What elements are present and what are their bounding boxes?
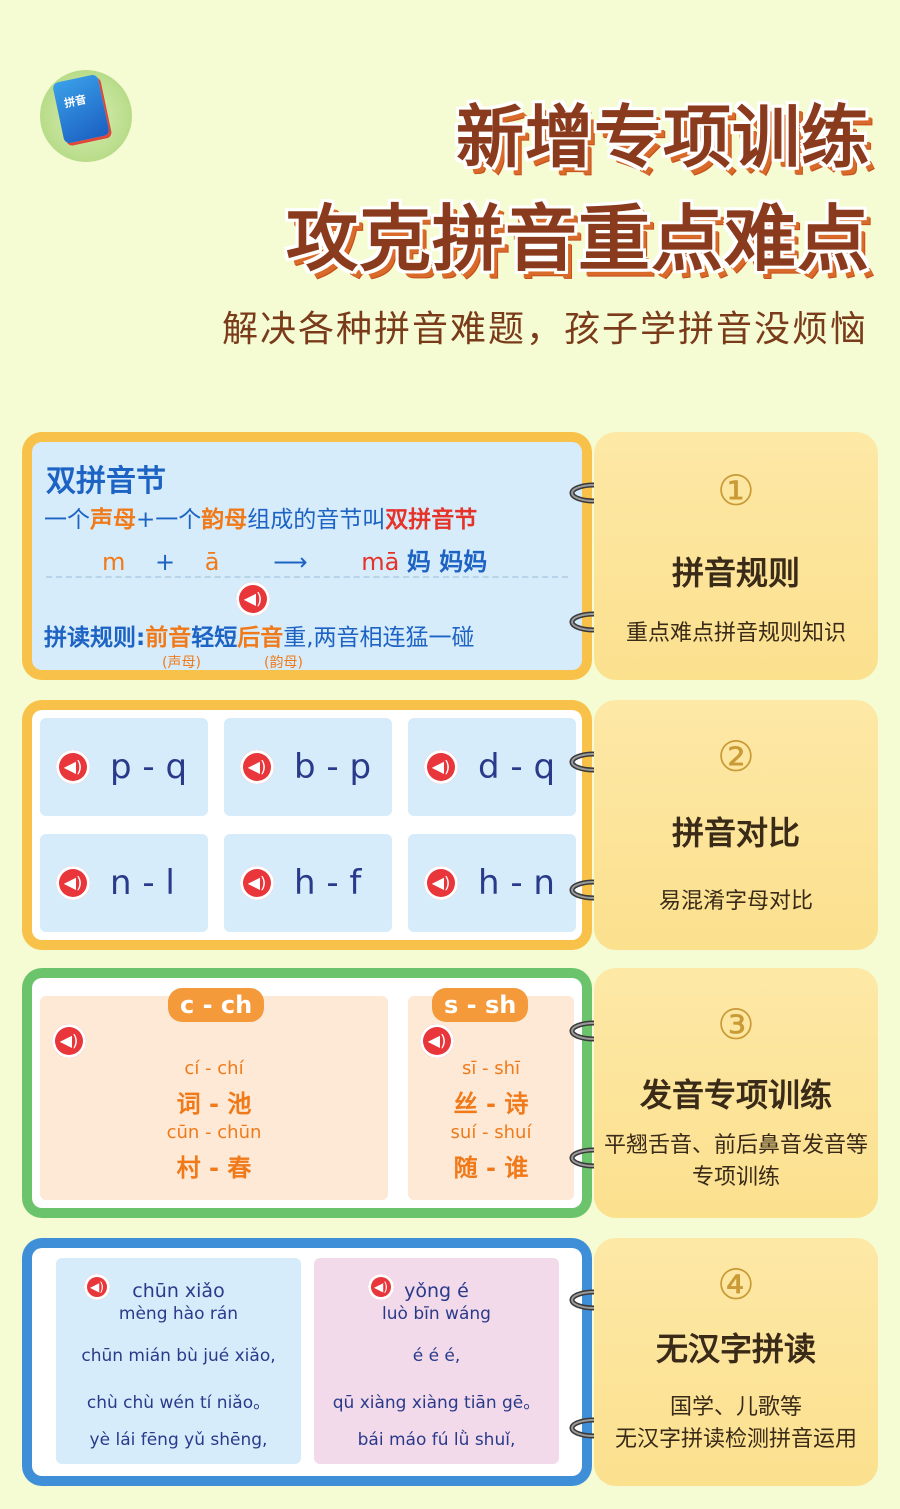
speaker-icon[interactable]: ◀) bbox=[240, 750, 274, 784]
speaker-icon[interactable]: ◀) bbox=[56, 866, 90, 900]
poem-author: mèng hào rán bbox=[118, 1304, 239, 1324]
pron-pinyin: suí - shuí bbox=[450, 1122, 532, 1143]
pron-pinyin: sī - shī bbox=[461, 1058, 521, 1079]
side-panel-4: ④ 无汉字拼读 国学、儿歌等 无汉字拼读检测拼音运用 bbox=[594, 1238, 878, 1486]
compare-tile[interactable]: ◀) b - p bbox=[224, 718, 392, 816]
poem-left: ◀) chūn xiǎo mèng hào rán chūn mián bù j… bbox=[56, 1258, 301, 1464]
side-panel-1: ① 拼音规则 重点难点拼音规则知识 bbox=[594, 432, 878, 680]
card1-rule: 拼读规则:前音轻短后音重,两音相连猛一碰 bbox=[44, 618, 475, 652]
section-desc: 易混淆字母对比 bbox=[658, 889, 813, 914]
compare-tile[interactable]: ◀) p - q bbox=[40, 718, 208, 816]
def-yunmu: 韵母 bbox=[201, 507, 248, 533]
card-pronunciation: c - ch ◀) cí - chí 词 - 池 cūn - chūn 村 - … bbox=[22, 968, 592, 1218]
compare-tile[interactable]: ◀) h - n bbox=[408, 834, 576, 932]
pron-panel-left: c - ch ◀) cí - chí 词 - 池 cūn - chūn 村 - … bbox=[40, 988, 388, 1200]
product-logo: 拼音 bbox=[40, 70, 132, 162]
pair-label: b - p bbox=[294, 747, 372, 787]
compare-tile[interactable]: ◀) d - q bbox=[408, 718, 576, 816]
side-panel-2: ② 拼音对比 易混淆字母对比 bbox=[594, 700, 878, 950]
subtitle: 解决各种拼音难题，孩子学拼音没烦恼 bbox=[221, 309, 868, 350]
speaker-icon[interactable]: ◀) bbox=[368, 1274, 394, 1300]
poem-line: chūn mián bù jué xiǎo, bbox=[81, 1346, 276, 1366]
formula-a: ā bbox=[204, 548, 220, 576]
section-number: ① bbox=[717, 466, 755, 515]
pron-hanzi: 词 - 池 bbox=[176, 1090, 252, 1118]
speaker-icon[interactable]: ◀) bbox=[52, 1024, 86, 1058]
speaker-icon[interactable]: ◀) bbox=[420, 1024, 454, 1058]
speaker-icon[interactable]: ◀) bbox=[236, 582, 270, 616]
pair-label: p - q bbox=[110, 747, 188, 787]
rule-text: 前音 bbox=[145, 625, 192, 651]
section-desc: 国学、儿歌等 bbox=[669, 1395, 802, 1420]
section-title: 拼音规则 bbox=[671, 554, 800, 592]
poem-line: qū xiàng xiàng tiān gē。 bbox=[332, 1393, 541, 1413]
poem-line: yè lái fēng yǔ shēng, bbox=[89, 1430, 268, 1450]
section-desc: 专项训练 bbox=[691, 1165, 780, 1190]
section-title: 拼音对比 bbox=[671, 814, 800, 852]
poem-title: yǒng é bbox=[404, 1280, 469, 1302]
speaker-icon[interactable]: ◀) bbox=[56, 750, 90, 784]
rule-text: 后音 bbox=[237, 625, 284, 651]
formula-plus: + bbox=[155, 548, 176, 576]
formula-arrow: ⟶ bbox=[273, 548, 308, 576]
section-number: ② bbox=[717, 732, 755, 781]
title-line-1: 新增专项训练 bbox=[455, 99, 870, 178]
section-number: ③ bbox=[717, 1000, 755, 1049]
book-title: 拼音 bbox=[63, 92, 88, 111]
section-title: 无汉字拼读 bbox=[655, 1330, 816, 1368]
section-desc: 无汉字拼读检测拼音运用 bbox=[614, 1427, 857, 1452]
formula-chars: 妈 妈妈 bbox=[406, 548, 488, 576]
pair-label: h - f bbox=[294, 863, 362, 903]
def-shuangpin: 双拼音节 bbox=[385, 507, 478, 533]
pron-hanzi: 随 - 谁 bbox=[453, 1154, 529, 1182]
note-shengmu: (声母) bbox=[162, 655, 201, 671]
speaker-icon[interactable]: ◀) bbox=[84, 1274, 110, 1300]
pair-label: h - n bbox=[478, 863, 555, 903]
pron-pinyin: cūn - chūn bbox=[166, 1122, 262, 1143]
pron-tag: c - ch bbox=[168, 988, 265, 1022]
divider bbox=[46, 576, 568, 578]
pron-tag: s - sh bbox=[432, 988, 529, 1022]
compare-tile[interactable]: ◀) h - f bbox=[224, 834, 392, 932]
card-pinyin-compare: ◀)p - q ◀)b - p ◀)d - q ◀)n - l ◀)h - f … bbox=[22, 700, 592, 950]
pron-pinyin: cí - chí bbox=[184, 1058, 244, 1079]
book-icon: 拼音 bbox=[52, 73, 110, 145]
rule-label: 拼读规则: bbox=[44, 625, 146, 651]
compare-tile[interactable]: ◀) n - l bbox=[40, 834, 208, 932]
note-yunmu: (韵母) bbox=[264, 655, 303, 671]
pair-label: d - q bbox=[478, 747, 556, 787]
def-text: 组成的音节叫 bbox=[247, 507, 386, 533]
formula-ma: mā bbox=[361, 548, 400, 576]
def-text: 一个 bbox=[44, 507, 90, 533]
speaker-icon[interactable]: ◀) bbox=[424, 866, 458, 900]
section-title: 发音专项训练 bbox=[639, 1076, 832, 1114]
def-shengmu: 声母 bbox=[90, 507, 136, 533]
card-pinyin-rules: 双拼音节 一个声母+一个韵母组成的音节叫双拼音节 m + ā ⟶ mā 妈 妈妈… bbox=[22, 432, 592, 680]
pair-label: n - l bbox=[110, 863, 175, 903]
poem-title: chūn xiǎo bbox=[132, 1280, 225, 1302]
pron-hanzi: 丝 - 诗 bbox=[453, 1090, 529, 1118]
poem-line: chù chù wén tí niǎo。 bbox=[86, 1393, 271, 1413]
card1-formula: m + ā ⟶ mā 妈 妈妈 bbox=[102, 542, 487, 577]
pron-panel-right: s - sh ◀) sī - shī 丝 - 诗 suí - shuí 随 - … bbox=[408, 988, 574, 1200]
poem-author: luò bīn wáng bbox=[382, 1304, 491, 1324]
section-number: ④ bbox=[717, 1260, 755, 1309]
section-desc: 重点难点拼音规则知识 bbox=[625, 621, 846, 646]
card1-definition: 一个声母+一个韵母组成的音节叫双拼音节 bbox=[44, 500, 477, 534]
side-panel-3: ③ 发音专项训练 平翘舌音、前后鼻音发音等 专项训练 bbox=[594, 968, 878, 1218]
speaker-icon[interactable]: ◀) bbox=[424, 750, 458, 784]
speaker-icon[interactable]: ◀) bbox=[240, 866, 274, 900]
title-line-2: 攻克拼音重点难点 bbox=[285, 197, 870, 281]
rule-text: 重,两音相连猛一碰 bbox=[283, 625, 475, 651]
def-text: +一个 bbox=[136, 507, 202, 533]
poem-right: ◀) yǒng é luò bīn wáng é é é, qū xiàng x… bbox=[314, 1258, 559, 1464]
section-desc: 平翘舌音、前后鼻音发音等 bbox=[603, 1133, 868, 1158]
poem-line: é é é, bbox=[412, 1346, 461, 1366]
pron-hanzi: 村 - 春 bbox=[176, 1154, 252, 1182]
card1-heading: 双拼音节 bbox=[46, 464, 166, 499]
poem-line: bái máo fú lǜ shuǐ, bbox=[357, 1430, 516, 1450]
rule-text: 轻短 bbox=[191, 625, 238, 651]
card-no-hanzi-reading: ◀) chūn xiǎo mèng hào rán chūn mián bù j… bbox=[22, 1238, 592, 1486]
formula-m: m bbox=[102, 548, 126, 576]
